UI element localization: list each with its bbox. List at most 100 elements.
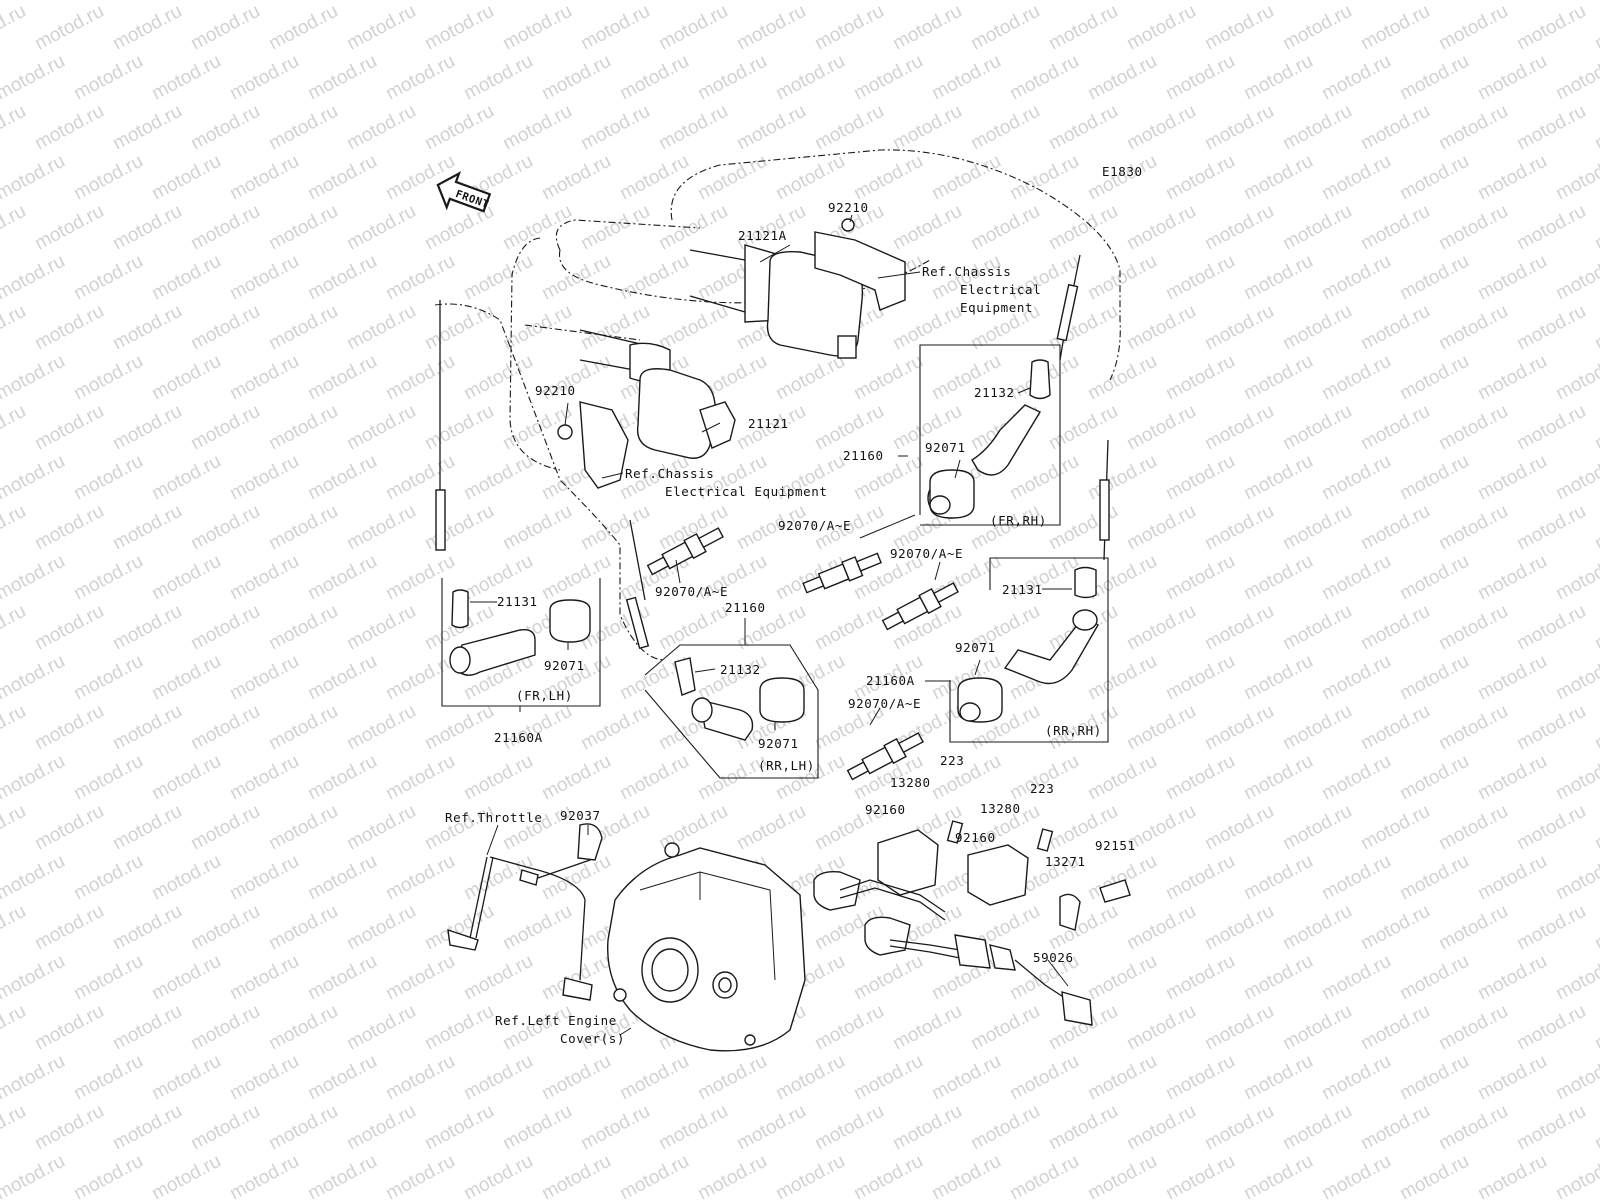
watermark-text: motod.ru xyxy=(1162,1151,1238,1200)
watermark-text: motod.ru xyxy=(109,901,185,955)
watermark-text: motod.ru xyxy=(1279,801,1355,855)
watermark-text: motod.ru xyxy=(187,1001,263,1055)
watermark-text: motod.ru xyxy=(0,601,30,655)
watermark-text: motod.ru xyxy=(1513,901,1589,955)
watermark-text: motod.ru xyxy=(343,1,419,55)
watermark-text: motod.ru xyxy=(31,701,107,755)
watermark-text: motod.ru xyxy=(1552,951,1600,1005)
watermark-text: motod.ru xyxy=(967,1101,1043,1155)
watermark-text: motod.ru xyxy=(109,1,185,55)
watermark-text: motod.ru xyxy=(1123,901,1199,955)
watermark-text: motod.ru xyxy=(1318,251,1394,305)
watermark-text: motod.ru xyxy=(1552,851,1600,905)
watermark-text: motod.ru xyxy=(1162,1051,1238,1105)
watermark-text: motod.ru xyxy=(1513,801,1589,855)
watermark-text: motod.ru xyxy=(1591,501,1600,555)
watermark-text: motod.ru xyxy=(1474,951,1550,1005)
watermark-text: motod.ru xyxy=(1357,901,1433,955)
watermark-text: motod.ru xyxy=(304,751,380,805)
watermark-text: motod.ru xyxy=(577,501,653,555)
label-21132-fr: 21132 xyxy=(974,385,1015,400)
watermark-text: motod.ru xyxy=(343,201,419,255)
spark-plug-1-icon xyxy=(646,527,724,576)
plug-cap-rr-rh xyxy=(949,557,1109,743)
watermark-text: motod.ru xyxy=(304,0,380,4)
watermark-text: motod.ru xyxy=(1006,51,1082,105)
watermark-text: motod.ru xyxy=(1591,601,1600,655)
watermark-text: motod.ru xyxy=(265,201,341,255)
watermark-text: motod.ru xyxy=(655,101,731,155)
watermark-text: motod.ru xyxy=(733,101,809,155)
plug-cap-fr-lh xyxy=(441,578,601,707)
watermark-text: motod.ru xyxy=(1162,51,1238,105)
watermark-text: motod.ru xyxy=(1552,251,1600,305)
watermark-text: motod.ru xyxy=(616,151,692,205)
watermark-text: motod.ru xyxy=(1162,451,1238,505)
watermark-text: motod.ru xyxy=(0,1151,69,1200)
watermark-text: motod.ru xyxy=(0,251,69,305)
watermark-text: motod.ru xyxy=(694,0,770,4)
label-13271: 13271 xyxy=(1045,854,1086,869)
watermark-text: motod.ru xyxy=(1396,551,1472,605)
watermark-text: motod.ru xyxy=(1123,101,1199,155)
watermark-text: motod.ru xyxy=(1552,1051,1600,1105)
watermark-text: motod.ru xyxy=(1123,601,1199,655)
watermark-text: motod.ru xyxy=(265,301,341,355)
watermark-text: motod.ru xyxy=(1201,901,1277,955)
watermark-text: motod.ru xyxy=(304,651,380,705)
watermark-text: motod.ru xyxy=(772,351,848,405)
label-ref-chassis-1: Ref.Chassis xyxy=(922,264,1011,279)
watermark-text: motod.ru xyxy=(226,1051,302,1105)
watermark-text: motod.ru xyxy=(148,551,224,605)
watermark-text: motod.ru xyxy=(0,51,69,105)
watermark-text: motod.ru xyxy=(1513,1,1589,55)
watermark-text: motod.ru xyxy=(850,151,926,205)
watermark-text: motod.ru xyxy=(187,201,263,255)
watermark-text: motod.ru xyxy=(1474,351,1550,405)
watermark-text: motod.ru xyxy=(1474,651,1550,705)
watermark-text: motod.ru xyxy=(1474,51,1550,105)
label-13280-a: 13280 xyxy=(890,775,931,790)
watermark-text: motod.ru xyxy=(733,1,809,55)
label-92210-top: 92210 xyxy=(828,200,869,215)
watermark-text: motod.ru xyxy=(109,501,185,555)
watermark-text: motod.ru xyxy=(70,1051,146,1105)
watermark-text: motod.ru xyxy=(1513,1101,1589,1155)
watermark-text: motod.ru xyxy=(499,201,575,255)
watermark-text: motod.ru xyxy=(889,101,965,155)
watermark-text: motod.ru xyxy=(1591,1001,1600,1055)
watermark-text: motod.ru xyxy=(109,101,185,155)
watermark-text: motod.ru xyxy=(1084,51,1160,105)
watermark-text: motod.ru xyxy=(1513,501,1589,555)
ignition-coil-21121a xyxy=(689,218,906,359)
watermark-text: motod.ru xyxy=(226,251,302,305)
watermark-text: motod.ru xyxy=(109,701,185,755)
watermark-text: motod.ru xyxy=(1318,1051,1394,1105)
watermark-text: motod.ru xyxy=(70,751,146,805)
watermark-text: motod.ru xyxy=(187,101,263,155)
watermark-text: motod.ru xyxy=(0,651,69,705)
watermark-text: motod.ru xyxy=(1123,501,1199,555)
watermark-text: motod.ru xyxy=(733,801,809,855)
watermark-text: motod.ru xyxy=(772,1151,848,1200)
watermark-text: motod.ru xyxy=(343,701,419,755)
watermark-text: motod.ru xyxy=(1318,0,1394,4)
watermark-text: motod.ru xyxy=(1513,101,1589,155)
watermark-text: motod.ru xyxy=(382,351,458,405)
watermark-text: motod.ru xyxy=(850,951,926,1005)
watermark-text: motod.ru xyxy=(1162,251,1238,305)
watermark-text: motod.ru xyxy=(343,1101,419,1155)
watermark-text: motod.ru xyxy=(148,51,224,105)
watermark-text: motod.ru xyxy=(1318,951,1394,1005)
throttle-cable-bracket xyxy=(447,823,603,1001)
watermark-text: motod.ru xyxy=(31,901,107,955)
watermark-text: motod.ru xyxy=(928,51,1004,105)
watermark-text: motod.ru xyxy=(1591,101,1600,155)
label-92070-b: 92070/A~E xyxy=(778,518,851,533)
watermark-text: motod.ru xyxy=(928,1051,1004,1105)
watermark-text: motod.ru xyxy=(850,1051,926,1105)
watermark-text: motod.ru xyxy=(304,851,380,905)
watermark-text: motod.ru xyxy=(187,801,263,855)
watermark-text: motod.ru xyxy=(31,1101,107,1155)
